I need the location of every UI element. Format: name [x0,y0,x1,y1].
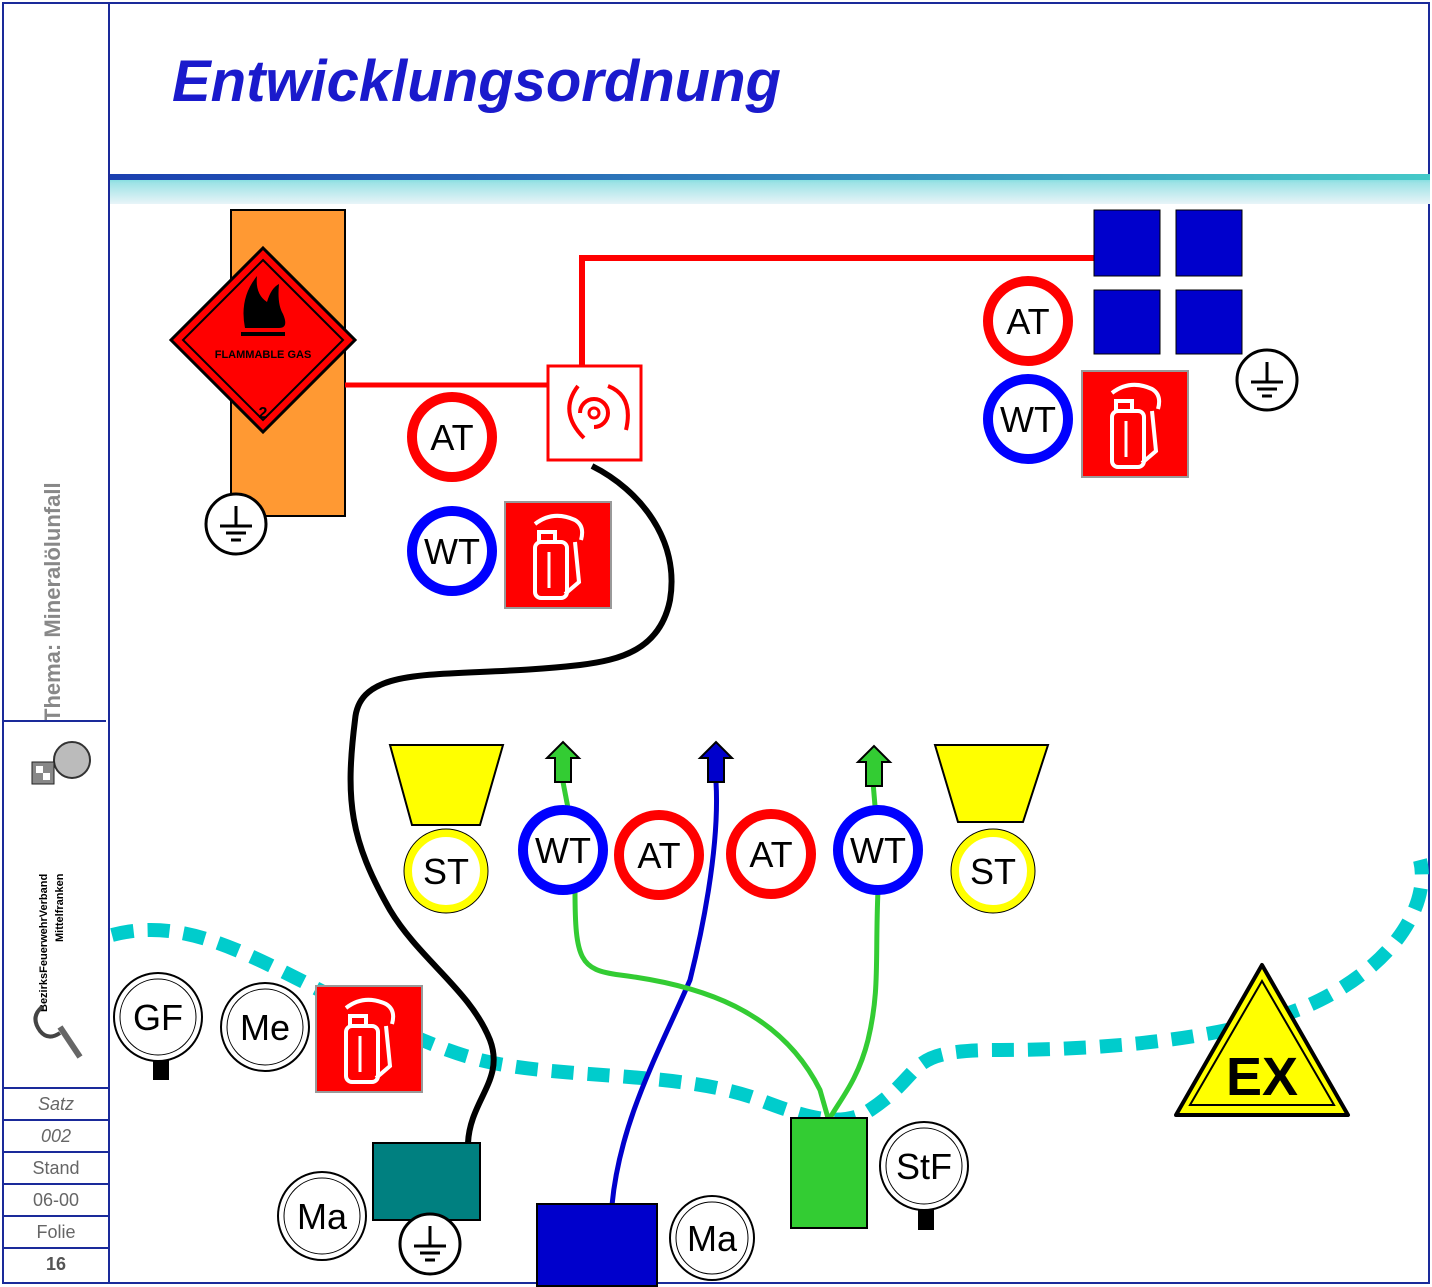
ma-node: Ma [669,1195,755,1281]
svg-text:AT: AT [1006,301,1049,342]
red-pipe [579,255,1110,366]
svg-text:Ma: Ma [687,1218,738,1259]
folie-label: Folie [4,1215,108,1247]
slide-info: Satz 002 Stand 06-00 Folie 16 [4,1087,108,1279]
svg-text:WT: WT [424,531,480,572]
sidebar-divider [2,720,106,722]
satz-value: 002 [4,1119,108,1151]
at-node: AT [614,810,704,900]
green-hose [827,889,881,1120]
svg-text:AT: AT [637,835,680,876]
gf-node: GF [113,972,203,1080]
green-hose [572,889,831,1119]
svg-text:GF: GF [133,997,183,1038]
me-node: Me [220,982,310,1072]
extinguisher-icon [503,500,613,610]
wt-node: WT [983,374,1073,464]
vehicle-green [790,1117,868,1229]
svg-text:Me: Me [240,1007,290,1048]
svg-text:ST: ST [423,851,469,892]
earth-icon [204,492,268,556]
at-node: AT [983,276,1073,366]
svg-text:WT: WT [1000,399,1056,440]
earth-icon [398,1212,462,1276]
st-node: ST [388,744,505,914]
svg-text:AT: AT [430,417,473,458]
stand-value: 06-00 [4,1183,108,1215]
stand-label: Stand [4,1151,108,1183]
hazard-label: FLAMMABLE GAS [215,349,312,361]
black-hose [347,463,675,1144]
at-node: AT [726,809,816,899]
hazard-class: 2 [259,405,268,422]
extinguisher-icon [314,984,424,1094]
title-band [110,174,1430,204]
st-node: ST [933,744,1050,914]
earth-icon [1235,348,1299,412]
vehicle-teal [372,1142,481,1221]
green-arrow-icon [855,744,893,787]
wt-node: WT [407,506,497,596]
wt-node: WT [833,805,923,895]
page-title: Entwicklungsordnung [172,49,781,114]
ma-node: Ma [277,1171,367,1261]
green-hose [560,781,571,809]
svg-text:AT: AT [749,834,792,875]
sidebar: Thema: Mineralölunfall BezirksFeuerwehrV… [2,2,110,1284]
vehicle-blue [536,1203,658,1287]
org-logo-icon [31,741,91,785]
building-block [1093,209,1243,355]
svg-text:ST: ST [970,851,1016,892]
green-arrow-icon [544,740,582,783]
wt-node: WT [518,805,608,895]
svg-text:WT: WT [850,830,906,871]
flammable-gas-placard: FLAMMABLE GAS 2 [168,245,358,435]
fan-icon [546,364,643,462]
satz-label: Satz [4,1087,108,1119]
ex-warning-sign: EX [1174,963,1350,1117]
emblem-icon [33,1005,83,1059]
at-node: AT [407,392,497,482]
stf-node: StF [879,1121,969,1230]
extinguisher-icon [1080,369,1190,479]
folie-value: 16 [4,1247,108,1279]
svg-text:StF: StF [896,1146,952,1187]
ex-label: EX [1226,1047,1298,1107]
svg-text:Ma: Ma [297,1196,348,1237]
blue-hose [609,781,719,1206]
blue-arrow-icon [697,740,735,783]
svg-text:WT: WT [535,830,591,871]
